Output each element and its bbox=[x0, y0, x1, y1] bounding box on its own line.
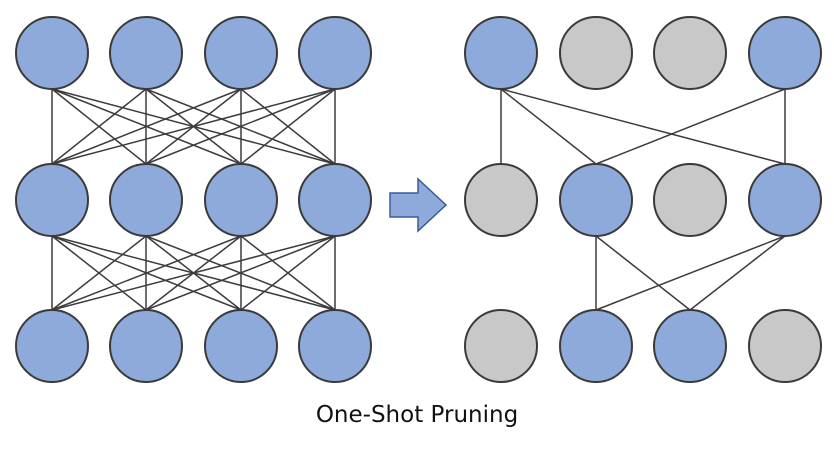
dense-connection-l0-n3-to-n2 bbox=[240, 88, 336, 165]
pruned-neuron-l0-n1 bbox=[559, 16, 633, 90]
dense-neuron-l0-n3 bbox=[298, 16, 372, 90]
pruned-neuron-l1-n0 bbox=[464, 163, 538, 237]
pruned-neuron-l2-n0 bbox=[464, 309, 538, 383]
active-neuron-l2-n2 bbox=[653, 309, 727, 383]
dense-neuron-l0-n0 bbox=[15, 16, 89, 90]
pruned-network bbox=[464, 16, 822, 383]
dense-connection-l0-n3-to-n1 bbox=[145, 88, 336, 165]
dense-neuron-l1-n1 bbox=[109, 163, 183, 237]
dense-connection-l1-n3-to-n2 bbox=[240, 235, 336, 311]
dense-connection-l0-n2-to-n0 bbox=[51, 88, 242, 165]
dense-neuron-l2-n3 bbox=[298, 309, 372, 383]
dense-network-connections bbox=[51, 88, 336, 311]
pruned-connection-l0-n0-to-l1-n1 bbox=[500, 88, 597, 165]
dense-neuron-l2-n1 bbox=[109, 309, 183, 383]
pruned-network-connections bbox=[500, 88, 786, 311]
dense-neuron-l0-n1 bbox=[109, 16, 183, 90]
pruned-connection-l0-n3-to-l1-n1 bbox=[595, 88, 786, 165]
dense-neuron-l1-n0 bbox=[15, 163, 89, 237]
active-neuron-l1-n3 bbox=[748, 163, 822, 237]
pruned-connection-l1-n3-to-l2-n1 bbox=[595, 235, 786, 311]
active-neuron-l2-n1 bbox=[559, 309, 633, 383]
diagram-caption: One-Shot Pruning bbox=[315, 402, 519, 428]
dense-connection-l1-n3-to-n1 bbox=[145, 235, 336, 311]
dense-neuron-l2-n0 bbox=[15, 309, 89, 383]
pruned-neuron-l0-n2 bbox=[653, 16, 727, 90]
dense-neuron-l1-n3 bbox=[298, 163, 372, 237]
dense-neuron-l0-n2 bbox=[204, 16, 278, 90]
dense-network-neurons bbox=[15, 16, 372, 383]
pruned-connection-l0-n0-to-l1-n3 bbox=[500, 88, 786, 165]
dense-neuron-l1-n2 bbox=[204, 163, 278, 237]
pruned-connection-l1-n1-to-l2-n2 bbox=[595, 235, 691, 311]
dense-neuron-l2-n2 bbox=[204, 309, 278, 383]
right-arrow-icon bbox=[389, 177, 448, 233]
pruned-neuron-l2-n3 bbox=[748, 309, 822, 383]
dense-connection-l1-n2-to-n0 bbox=[51, 235, 242, 311]
dense-connection-l0-n1-to-n0 bbox=[51, 88, 147, 165]
pruned-network-neurons bbox=[464, 16, 822, 383]
dense-connection-l0-n3-to-n0 bbox=[51, 88, 336, 165]
dense-network bbox=[15, 16, 372, 383]
pruned-connection-l1-n3-to-l2-n2 bbox=[689, 235, 786, 311]
dense-connection-l1-n3-to-n0 bbox=[51, 235, 336, 311]
dense-connection-l1-n1-to-n0 bbox=[51, 235, 147, 311]
pruned-neuron-l1-n2 bbox=[653, 163, 727, 237]
active-neuron-l0-n3 bbox=[748, 16, 822, 90]
active-neuron-l0-n0 bbox=[464, 16, 538, 90]
active-neuron-l1-n1 bbox=[559, 163, 633, 237]
